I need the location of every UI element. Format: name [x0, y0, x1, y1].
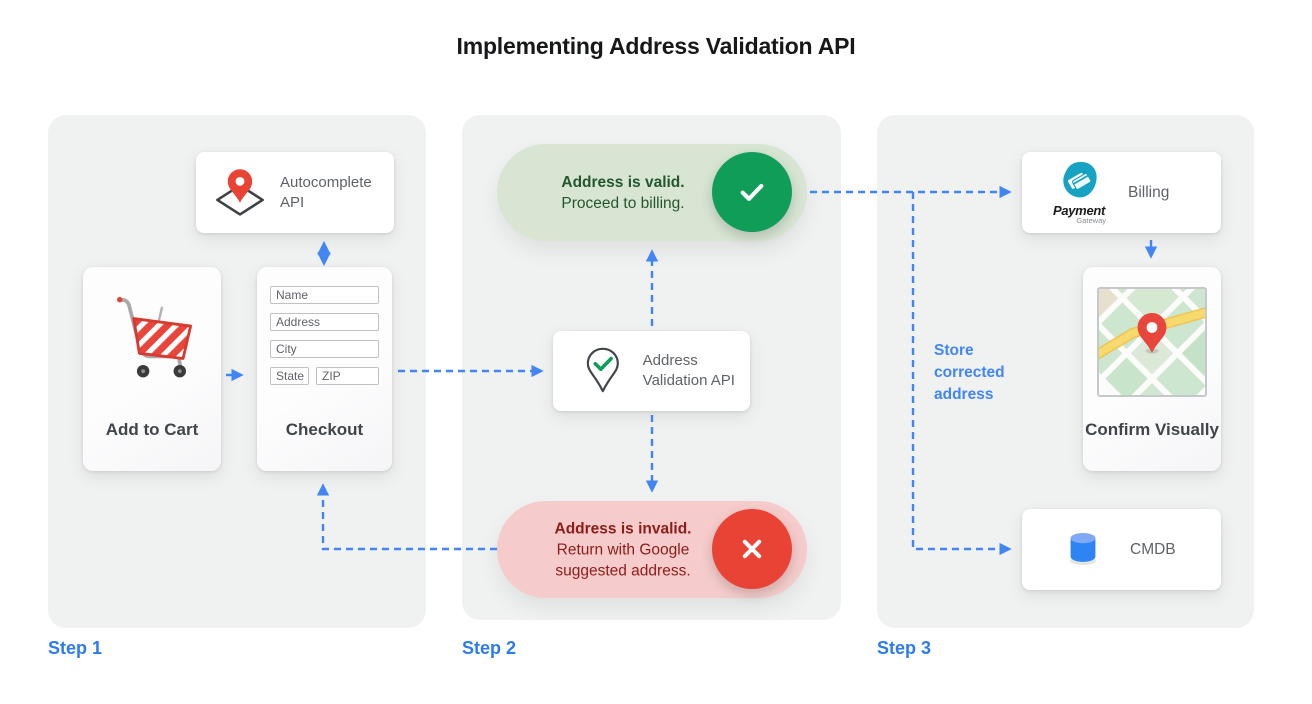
page-title: Implementing Address Validation API — [456, 33, 856, 59]
zip-field[interactable] — [316, 367, 379, 385]
checkout-form — [257, 267, 392, 394]
payment-gateway-logo: Payment Gateway — [1046, 160, 1112, 225]
autocomplete-api-card: Autocomplete API — [196, 152, 394, 233]
map-thumbnail — [1097, 287, 1207, 397]
billing-card: Payment Gateway Billing — [1022, 152, 1221, 233]
validation-pin-check-icon — [586, 347, 619, 393]
step1-panel: Autocomplete API Add to Cart — [48, 115, 426, 628]
address-invalid-text: Address is invalid. Return with Google s… — [519, 518, 727, 581]
payment-logo-subtitle: Gateway — [1076, 216, 1106, 225]
database-icon — [1070, 532, 1096, 565]
city-field[interactable] — [270, 340, 379, 358]
address-validation-api-card: Address Validation API — [553, 331, 750, 411]
address-invalid-title: Address is invalid. — [554, 520, 692, 537]
payment-logo-title: Payment — [1052, 203, 1106, 218]
shopping-cart-icon — [116, 296, 193, 378]
checkout-card: Checkout — [257, 267, 392, 471]
add-to-cart-label: Add to Cart — [105, 420, 199, 439]
name-field[interactable] — [270, 286, 379, 304]
cmdb-card: CMDB — [1022, 509, 1221, 590]
address-valid-title: Address is valid. — [561, 173, 685, 191]
payment-gateway-blob-icon — [1063, 161, 1097, 198]
confirm-visually-label: Confirm Visually — [1085, 420, 1219, 439]
add-to-cart-card: Add to Cart — [83, 267, 221, 471]
step2-label: Step 2 — [462, 638, 517, 658]
cmdb-label: CMDB — [1130, 540, 1176, 558]
address-invalid-subtitle: Return with Google suggested address. — [555, 541, 691, 579]
autocomplete-api-label: Autocomplete API — [280, 173, 372, 211]
address-valid-subtitle: Proceed to billing. — [561, 194, 685, 212]
checkout-label: Checkout — [285, 420, 364, 439]
address-valid-text: Address is valid. Proceed to billing. — [519, 172, 727, 214]
step1-label: Step 1 — [48, 638, 103, 658]
address-valid-banner: Address is valid. Proceed to billing. — [497, 144, 807, 241]
x-circle-icon — [712, 509, 792, 589]
step3-label: Step 3 — [877, 638, 932, 658]
address-invalid-banner: Address is invalid. Return with Google s… — [497, 501, 807, 598]
step3-panel: Payment Gateway Billing Store corrected … — [877, 115, 1254, 628]
step2-panel: Address is valid. Proceed to billing. Ad… — [462, 115, 841, 620]
check-circle-icon — [712, 152, 792, 232]
map-pin-diamond-icon — [216, 168, 264, 216]
address-validation-api-label: Address Validation API — [642, 352, 735, 389]
billing-label: Billing — [1128, 183, 1170, 201]
store-corrected-address-note: Store corrected address — [934, 342, 1005, 403]
confirm-visually-card: Confirm Visually — [1083, 267, 1221, 471]
state-field[interactable] — [270, 367, 309, 385]
address-field[interactable] — [270, 313, 379, 331]
